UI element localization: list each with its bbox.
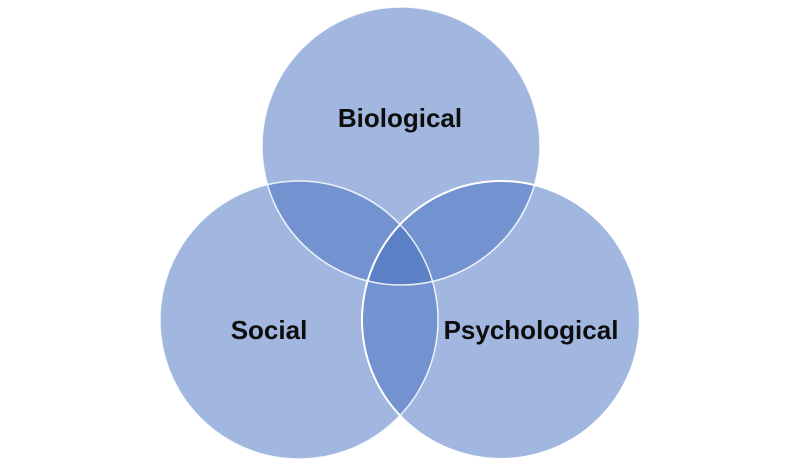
label-psychological: Psychological	[444, 315, 619, 345]
label-biological: Biological	[338, 103, 462, 133]
outline-psychological	[361, 180, 641, 460]
label-social: Social	[231, 315, 308, 345]
overlap-biological-psychological	[362, 181, 540, 285]
overlap-biological-social	[262, 181, 438, 285]
outline-biological	[261, 6, 541, 286]
outline-social	[159, 180, 439, 460]
